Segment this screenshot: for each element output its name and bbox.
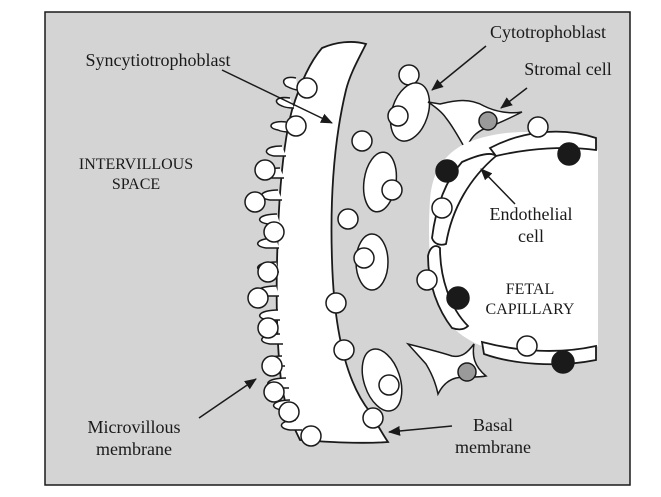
endothelial-cell-label-line2: cell bbox=[518, 226, 544, 246]
syncytiotrophoblast-label: Syncytiotrophoblast bbox=[86, 50, 231, 70]
syncytiotrophoblast-arrow bbox=[221, 69, 333, 124]
fetal-capillary bbox=[416, 116, 598, 374]
microvillous-membrane-arrow bbox=[198, 378, 257, 419]
endothelial-cell-arrow bbox=[480, 168, 516, 205]
cytotrophoblast-label: Cytotrophoblast bbox=[490, 22, 606, 42]
basal-membrane-label-line2: membrane bbox=[455, 437, 531, 457]
cytotrophoblast-nuclei bbox=[244, 64, 420, 447]
cytotrophoblast-cells bbox=[353, 82, 431, 412]
stromal-cell-label: Stromal cell bbox=[524, 59, 611, 79]
endothelial-nuclei bbox=[416, 116, 581, 374]
stromal-cells bbox=[405, 99, 523, 397]
microvillous-membrane-label-line1: Microvillous bbox=[88, 417, 181, 437]
endothelial-cell-label-line1: Endothelial bbox=[490, 204, 573, 224]
fetal-capillary-label-line1: FETAL bbox=[506, 281, 555, 298]
cytotrophoblast-arrow bbox=[431, 45, 487, 91]
intervillous-space-label-line1: INTERVILLOUS bbox=[79, 156, 193, 173]
stromal-cell-arrow bbox=[500, 87, 528, 109]
fetal-capillary-label-line2: CAPILLARY bbox=[486, 301, 575, 318]
basal-membrane-arrow bbox=[388, 425, 453, 436]
label-arrows bbox=[198, 45, 528, 436]
microvillous-membrane-label-line2: membrane bbox=[96, 439, 172, 459]
intervillous-space-label-line2: SPACE bbox=[112, 176, 160, 193]
basal-membrane-label-line1: Basal bbox=[473, 415, 513, 435]
